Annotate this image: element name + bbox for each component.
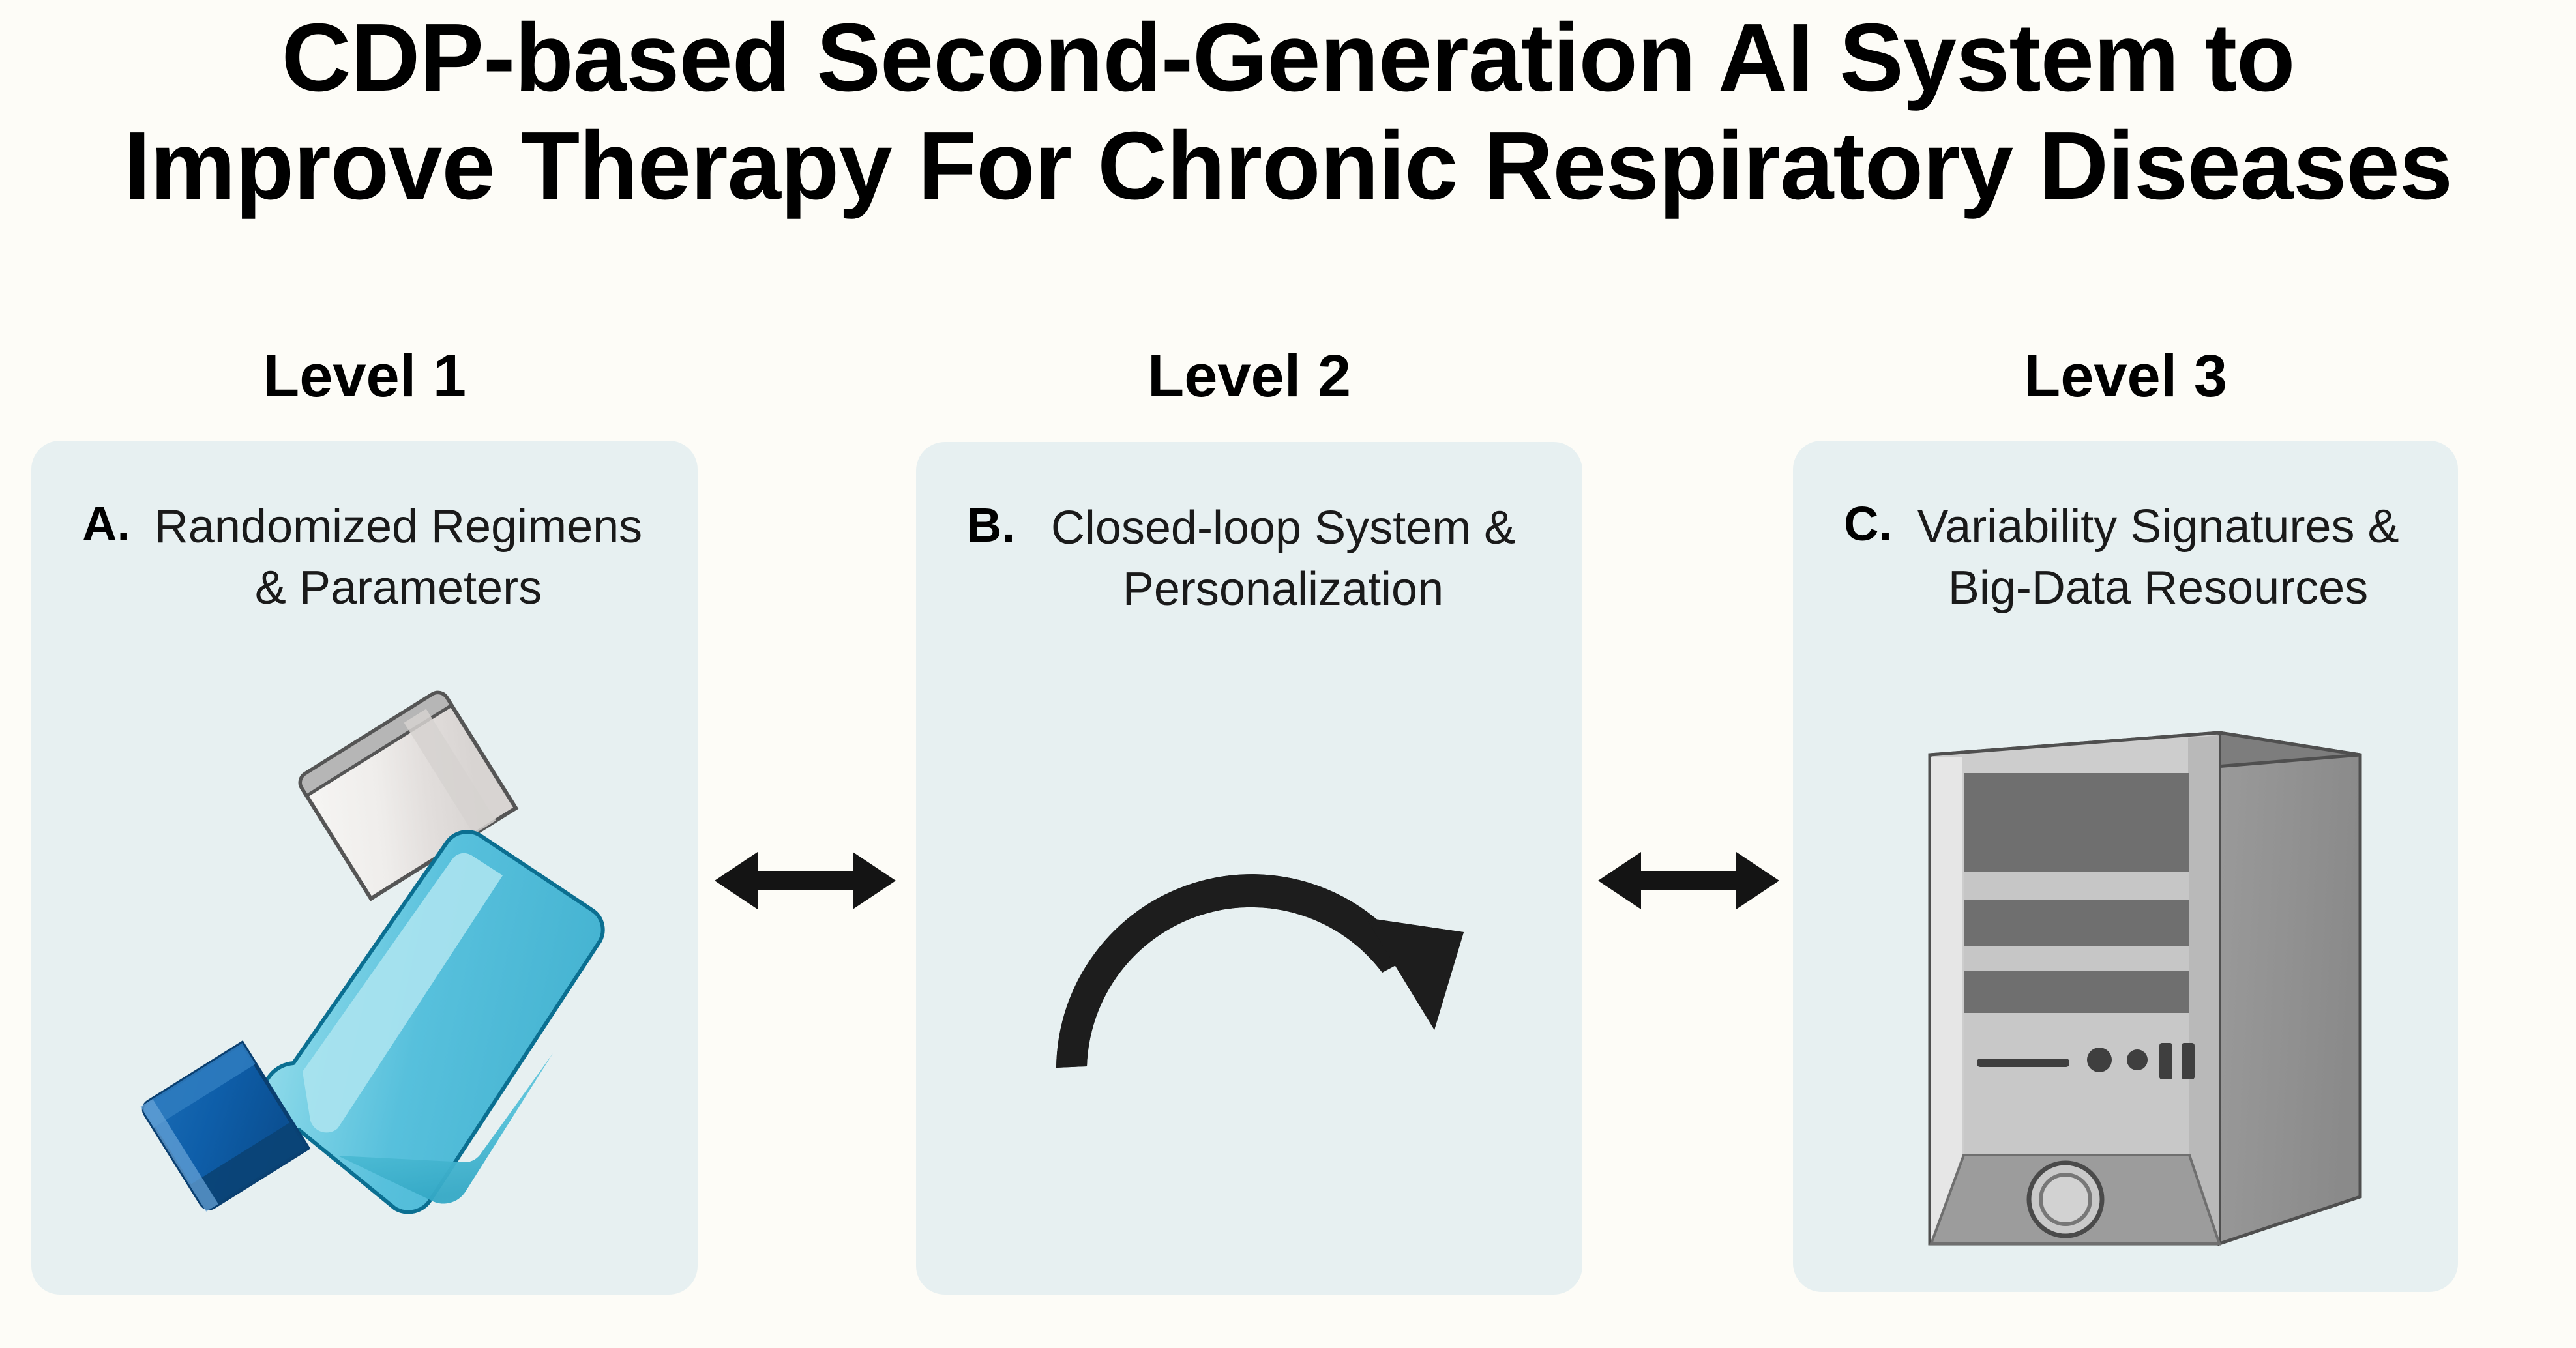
panel-title-a: Randomized Regimens & Parameters — [154, 501, 643, 614]
circular-loop-arrows-icon — [916, 703, 1582, 1257]
panel-level-3[interactable]: C. Variability Signatures & Big-Data Res… — [1793, 441, 2458, 1292]
page-title-line-1: CDP-based Second-Generation AI System to — [281, 4, 2296, 111]
inhaler-icon — [31, 672, 698, 1246]
level-label-1: Level 1 — [263, 343, 466, 409]
computer-tower-icon — [1793, 682, 2458, 1268]
panel-title-c: Variability Signatures & Big-Data Resour… — [1917, 501, 2399, 614]
panel-title-b: Closed-loop System & Personalization — [1050, 502, 1516, 615]
panel-letter-b: B. — [967, 498, 1015, 552]
panel-level-2[interactable]: B. Closed-loop System & Personalization — [916, 442, 1582, 1295]
connector-arrow-2 — [1594, 825, 1783, 936]
panel-letter-c: C. — [1844, 497, 1892, 551]
panel-letter-a: A. — [82, 497, 130, 551]
panel-level-1[interactable]: A. Randomized Regimens & Parameters — [31, 441, 698, 1295]
level-label-3: Level 3 — [2024, 343, 2227, 409]
level-label-2: Level 2 — [1147, 343, 1351, 409]
page-title: CDP-based Second-Generation AI System to… — [0, 4, 2576, 220]
page-title-line-2: Improve Therapy For Chronic Respiratory … — [124, 111, 2453, 220]
connector-arrow-1 — [711, 825, 900, 936]
